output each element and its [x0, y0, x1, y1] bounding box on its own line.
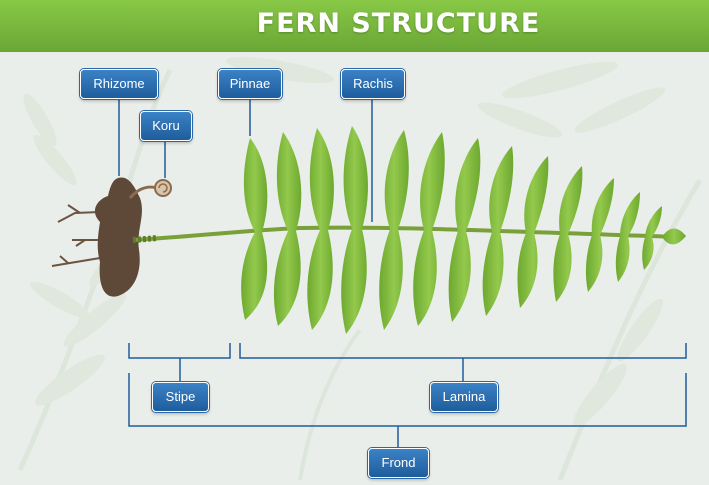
pinna-5: [379, 130, 409, 330]
pinna-12: [615, 192, 640, 282]
pinna-13: [642, 206, 662, 270]
pinna-tip: [662, 228, 686, 245]
pinna-7: [448, 138, 481, 322]
pinnae-group: [241, 126, 686, 334]
title-bar: FERN STRUCTURE: [0, 0, 709, 52]
label-rachis: Rachis: [341, 69, 405, 99]
pinna-4: [341, 126, 368, 334]
pinna-3: [307, 128, 334, 330]
pinna-1: [241, 138, 268, 320]
label-koru: Koru: [140, 111, 192, 141]
label-rhizome: Rhizome: [80, 69, 158, 99]
label-stipe: Stipe: [152, 382, 209, 412]
label-pinnae: Pinnae: [218, 69, 282, 99]
pinna-9: [517, 156, 549, 308]
label-lamina: Lamina: [430, 382, 498, 412]
label-connectors: [118, 96, 373, 222]
rhizome-roots: [51, 204, 101, 267]
pinna-10: [553, 166, 583, 302]
bracket-stipe: [128, 343, 231, 382]
label-frond: Frond: [368, 448, 429, 478]
bracket-lamina: [239, 343, 687, 382]
pinna-11: [585, 178, 614, 292]
pinna-6: [413, 132, 445, 326]
rhizome: [94, 177, 142, 297]
pinna-8: [482, 146, 514, 316]
koru: [128, 179, 172, 199]
stipe-base: [132, 235, 159, 243]
page-title: FERN STRUCTURE: [256, 8, 541, 39]
pinna-2: [273, 132, 302, 326]
bracket-frond: [128, 373, 687, 448]
